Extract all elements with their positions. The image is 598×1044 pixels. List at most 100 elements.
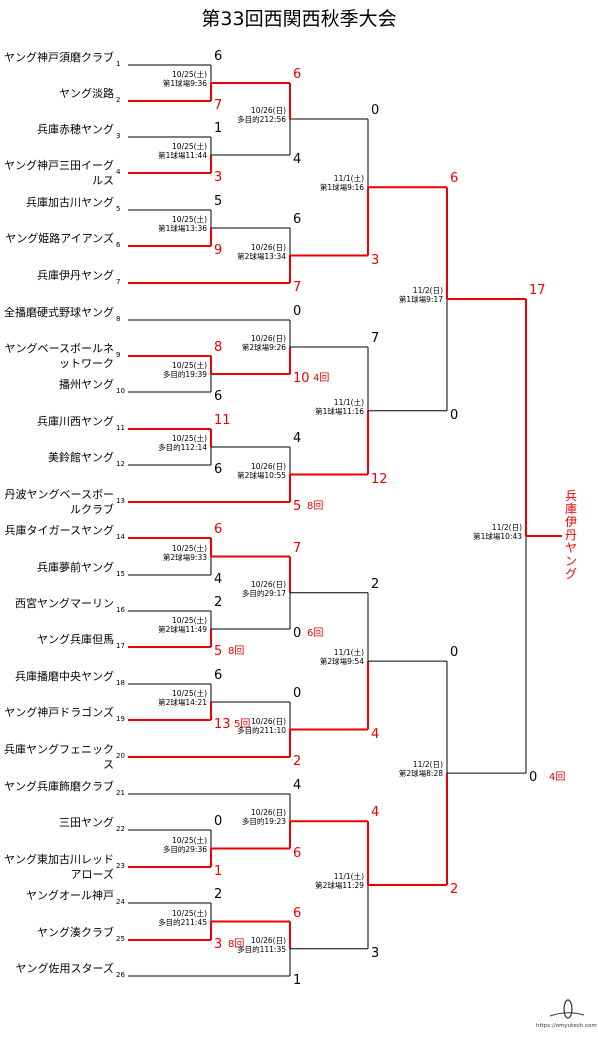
score-bottom: 10 (293, 371, 310, 386)
team-name: ヤング兵庫飾磨クラブ (4, 780, 114, 793)
match-date: 10/26(日) (251, 808, 286, 818)
match-venue: 第1球場9:16 (319, 183, 364, 193)
match-date: 10/25(土) (172, 616, 207, 625)
match-date: 10/25(土) (172, 908, 207, 918)
team-name: 丹波ヤングベースボールクラブ (4, 488, 114, 516)
match-date: 10/25(土) (172, 361, 207, 370)
team-seed: 8 (116, 315, 121, 323)
team-name: ヤング姫路アイアンズ (5, 232, 114, 245)
match-date: 10/25(土) (172, 835, 207, 845)
score-top: 11 (214, 413, 231, 428)
team-seed: 6 (116, 241, 121, 249)
match-venue: 第2球場11:49 (158, 625, 207, 634)
score-bottom: 3 (371, 252, 380, 268)
team-seed: 11 (116, 424, 125, 432)
score-bottom: 1 (293, 973, 302, 988)
page-title: 第33回西関西秋季大会 (201, 8, 397, 30)
score-top: 1 (214, 121, 223, 136)
team-name: ヤング神戸三田イーグルス (4, 159, 114, 187)
score-bottom: 5 (214, 644, 223, 659)
score-top: 4 (293, 778, 302, 793)
match-date: 10/26(日) (251, 935, 286, 945)
score-top: 6 (214, 668, 223, 683)
team-name: 兵庫播磨中央ヤング (15, 670, 114, 683)
score-bottom: 5 (293, 499, 302, 514)
team-seed: 18 (116, 679, 125, 687)
match-venue: 第1球場11:44 (158, 151, 207, 160)
team-name: 兵庫伊丹ヤング (37, 269, 114, 282)
match-date: 10/26(日) (251, 242, 286, 252)
site-url: https://omyutech.com (536, 1023, 597, 1029)
match-venue: 第2球場10:55 (237, 470, 286, 480)
team-seed: 7 (116, 278, 121, 286)
team-seed: 14 (116, 533, 125, 541)
match-date: 11/2(日) (491, 523, 522, 533)
team-seed: 24 (116, 898, 125, 906)
extra-innings: 8回 (228, 939, 245, 950)
match-venue: 第2球場8:28 (398, 769, 443, 779)
team-seed: 1 (116, 60, 121, 68)
score-bottom: 3 (214, 170, 223, 185)
match-venue: 第2球場13:34 (237, 251, 286, 261)
score-top: 0 (214, 814, 223, 829)
team-name: ヤング湊クラブ (37, 926, 114, 939)
score-top: 6 (450, 171, 459, 187)
match-date: 10/25(土) (172, 689, 207, 698)
score-top: 0 (293, 304, 302, 319)
team-name: 兵庫夢前ヤング (37, 561, 114, 574)
score-top: 0 (371, 103, 380, 118)
score-top: 6 (214, 522, 223, 537)
match-venue: 多目的19:23 (241, 817, 286, 827)
score-bottom: 0 (529, 770, 538, 786)
team-name: 兵庫川西ヤング (37, 415, 114, 428)
match-date: 10/25(土) (172, 434, 207, 443)
match-venue: 第2球場9:26 (241, 343, 286, 352)
team-seed: 3 (116, 132, 121, 140)
team-name: ヤング神戸ドラゴンズ (4, 706, 114, 719)
match-venue: 第1球場11:16 (315, 406, 364, 416)
score-bottom: 13 (214, 717, 231, 732)
team-seed: 26 (116, 971, 125, 979)
score-bottom: 1 (214, 864, 223, 879)
team-name: ヤング神戸須磨クラブ (4, 51, 114, 64)
score-top: 17 (529, 283, 546, 298)
extra-innings: 6回 (307, 628, 324, 639)
match-venue: 多目的211:10 (237, 725, 286, 735)
match-date: 10/26(日) (251, 334, 286, 343)
score-top: 6 (293, 212, 302, 227)
match-venue: 第2球場11:29 (315, 881, 364, 890)
match-date: 11/2(日) (412, 760, 443, 770)
score-bottom: 7 (214, 98, 223, 113)
match-venue: 多目的29:17 (241, 588, 286, 598)
match-date: 11/1(土) (333, 648, 364, 658)
match-venue: 第2球場9:54 (319, 657, 364, 667)
score-bottom: 0 (293, 626, 302, 641)
match-date: 11/1(土) (333, 174, 364, 184)
score-top: 6 (293, 905, 302, 921)
team-name: 全播磨硬式野球ヤング (4, 306, 114, 319)
match-venue: 多目的112:14 (158, 443, 207, 452)
match-venue: 第1球場13:36 (158, 224, 207, 233)
team-name: 兵庫タイガースヤング (4, 524, 114, 537)
score-top: 4 (293, 431, 302, 446)
match-venue: 多目的211:45 (158, 917, 207, 927)
match-date: 11/1(土) (333, 397, 364, 407)
team-seed: 2 (116, 96, 121, 104)
team-seed: 5 (116, 205, 121, 213)
team-seed: 19 (116, 715, 125, 723)
score-bottom: 2 (293, 754, 302, 769)
team-seed: 4 (116, 168, 121, 176)
team-seed: 15 (116, 570, 125, 578)
match-venue: 第1球場9:36 (162, 79, 207, 88)
match-date: 10/25(土) (172, 70, 207, 79)
team-name: ヤング淡路 (59, 87, 114, 100)
score-top: 0 (293, 686, 302, 701)
score-bottom: 6 (214, 389, 223, 404)
score-bottom: 3 (371, 945, 380, 961)
score-top: 8 (214, 340, 223, 355)
team-seed: 13 (116, 497, 125, 505)
team-name: ヤング佐用スターズ (15, 962, 114, 975)
team-name: ヤング兵庫但馬 (37, 633, 114, 646)
team-name: ヤングオール神戸 (26, 889, 114, 902)
